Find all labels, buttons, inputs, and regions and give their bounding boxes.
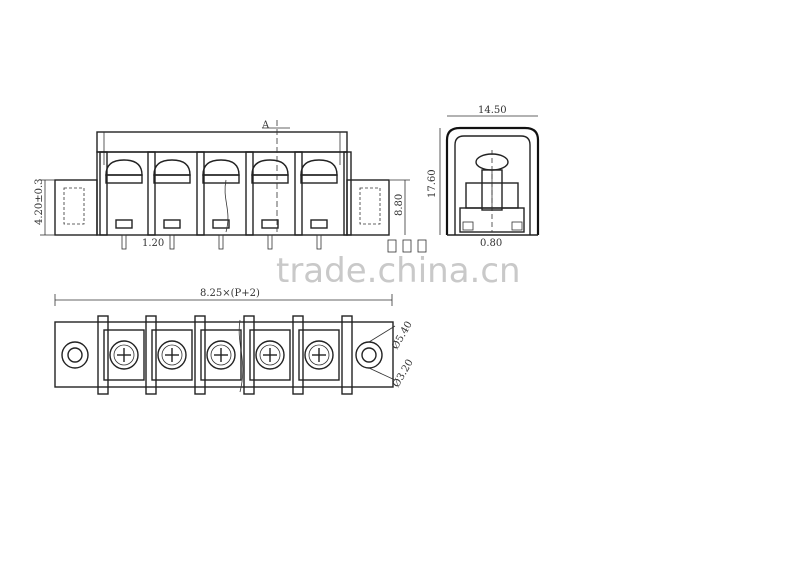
top-view: Ø5.40 Ø3.20 <box>54 315 416 395</box>
screw-head <box>300 159 338 176</box>
screw-cell <box>298 329 340 381</box>
barrier-wall <box>99 151 108 236</box>
wire-entry <box>115 219 133 229</box>
screw-top <box>255 340 285 370</box>
screw-top <box>206 340 236 370</box>
barrier-wall <box>343 151 352 236</box>
screw-top <box>157 340 187 370</box>
pin <box>169 234 175 250</box>
wire-entry <box>310 219 328 229</box>
barrier-wall <box>245 151 254 236</box>
svg-text:17.60: 17.60 <box>427 169 438 198</box>
top-barrier <box>145 315 157 395</box>
screw-head <box>105 159 143 176</box>
dim-height-right: 8.80 <box>390 179 410 235</box>
svg-text:Ø3.20: Ø3.20 <box>391 358 416 390</box>
dim-pin-width: 1.20 <box>142 238 164 249</box>
screw-head <box>251 159 289 176</box>
wire-entry <box>163 219 181 229</box>
pin <box>218 234 224 250</box>
svg-text:4.20±0.3: 4.20±0.3 <box>34 178 45 225</box>
top-barrier <box>243 315 255 395</box>
watermark-text: trade.china.cn <box>276 251 521 291</box>
top-barrier <box>292 315 304 395</box>
screw-cell <box>103 329 145 381</box>
svg-text:8.25×(P+2): 8.25×(P+2) <box>200 288 260 299</box>
pin <box>121 234 127 250</box>
screw-top <box>109 340 139 370</box>
screw-head <box>202 159 240 176</box>
wire-entry <box>212 219 230 229</box>
screw-head <box>153 159 191 176</box>
barrier-wall <box>196 151 205 236</box>
svg-text:14.50: 14.50 <box>478 105 507 116</box>
svg-text:Ø5.40: Ø5.40 <box>390 320 415 352</box>
pin <box>267 234 273 250</box>
side-view: 14.50 17.60 0.80 <box>427 105 540 249</box>
barrier-wall <box>294 151 303 236</box>
top-barrier <box>194 315 206 395</box>
top-barrier <box>341 315 353 395</box>
dim-total-length: 8.25×(P+2) <box>54 288 393 306</box>
pin <box>316 234 322 250</box>
section-marker: A <box>261 120 270 131</box>
svg-text:8.80: 8.80 <box>394 194 405 216</box>
screw-cell <box>200 329 242 381</box>
front-view: A <box>54 120 390 250</box>
dim-height-left: 4.20±0.3 <box>34 178 55 236</box>
top-barrier <box>97 315 109 395</box>
screw-top <box>304 340 334 370</box>
screw-cell <box>249 329 291 381</box>
screw-cell <box>151 329 193 381</box>
svg-text:0.80: 0.80 <box>480 238 502 249</box>
barrier-wall <box>147 151 156 236</box>
wire-entry <box>261 219 279 229</box>
